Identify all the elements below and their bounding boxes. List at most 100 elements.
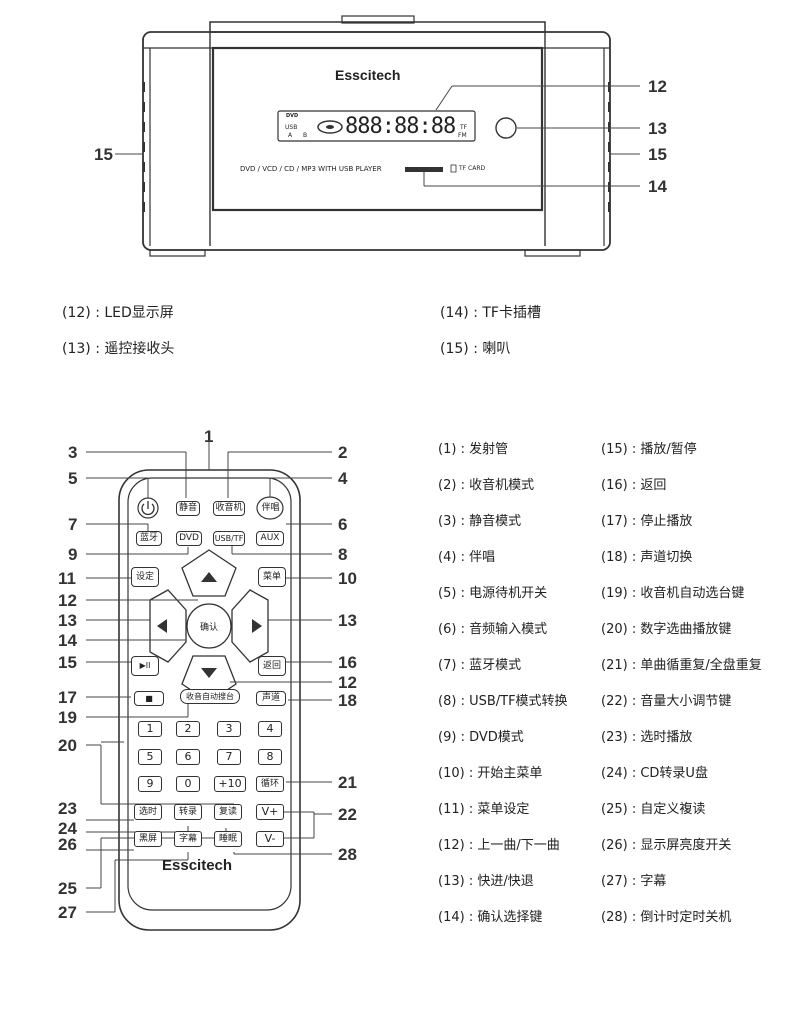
- select-time-button[interactable]: 选时: [134, 804, 162, 820]
- tf-card-label: TF CARD: [459, 165, 486, 172]
- remote-legend-item: (19) : 收音机自动选台键: [601, 586, 745, 601]
- bluetooth-button[interactable]: 蓝牙: [136, 531, 162, 546]
- remote-callout-24: 24: [58, 819, 77, 838]
- sleep-button[interactable]: 睡眠: [214, 831, 242, 847]
- remote-callout-8: 8: [338, 545, 348, 564]
- remote-callout-26: 26: [58, 835, 77, 854]
- digit-9-button[interactable]: 9: [138, 776, 162, 792]
- rewind-button[interactable]: [150, 590, 186, 652]
- digit-7-button[interactable]: 7: [217, 749, 241, 765]
- lcd-usb-label: USB: [285, 124, 298, 131]
- aux-button[interactable]: AUX: [256, 531, 284, 546]
- ok-button[interactable]: 确认: [199, 623, 218, 633]
- remote-legend-item: (18) : 声道切换: [601, 550, 693, 565]
- record-button[interactable]: 转录: [174, 804, 202, 820]
- remote-callout-21: 21: [338, 773, 357, 792]
- remote-legend-item: (8) : USB/TF模式转换: [438, 694, 568, 709]
- digit-2-button[interactable]: 2: [176, 721, 200, 737]
- back-button[interactable]: 返回: [258, 656, 286, 676]
- remote-callout-25: 25: [58, 879, 77, 898]
- lcd-fm-label: FM: [458, 132, 467, 139]
- remote-legend-item: (28) : 倒计时定时关机: [601, 910, 732, 925]
- loop-button[interactable]: 循环: [256, 776, 284, 792]
- device-foot-left: [149, 249, 206, 257]
- digit-0-button[interactable]: 0: [176, 776, 200, 792]
- digit-8-button[interactable]: 8: [258, 749, 282, 765]
- callout-15-right: 15: [648, 145, 667, 164]
- lcd-tf-label: TF: [460, 124, 468, 131]
- remote-legend-item: (9) : DVD模式: [438, 730, 524, 745]
- remote-legend-item: (13) : 快进/快退: [438, 874, 534, 889]
- callout-13: 13: [648, 119, 667, 138]
- remote-legend-item: (11) : 菜单设定: [438, 802, 530, 817]
- stop-button[interactable]: ■: [134, 691, 164, 706]
- remote-legend-item: (2) : 收音机模式: [438, 478, 535, 493]
- device-legend-item: (15) : 喇叭: [440, 341, 511, 357]
- callout-14: 14: [648, 177, 667, 196]
- remote-legend-item: (25) : 自定义複读: [601, 802, 706, 817]
- remote-callout-13a: 13: [58, 611, 77, 630]
- remote-callout-28: 28: [338, 845, 357, 864]
- remote-callout-5: 5: [68, 469, 78, 488]
- device-legend-item: (12) : LED显示屏: [62, 305, 174, 321]
- lcd-digits: 888:88:88: [345, 114, 456, 139]
- remote-callout-3: 3: [68, 443, 78, 462]
- device-legend-item: (13) : 遥控接收头: [62, 341, 175, 357]
- remote-legend-item: (6) : 音频输入模式: [438, 622, 548, 637]
- remote-callout-16: 16: [338, 653, 357, 672]
- device-foot-right: [524, 249, 581, 257]
- digit-6-button[interactable]: 6: [176, 749, 200, 765]
- remote-legend-item: (22) : 音量大小调节键: [601, 694, 732, 709]
- remote-legend-item: (1) : 发射管: [438, 442, 509, 457]
- volume-up-button[interactable]: V+: [256, 804, 284, 820]
- auto-scan-button[interactable]: 收音自动搜台: [180, 689, 240, 704]
- menu-button[interactable]: 菜单: [258, 567, 286, 587]
- remote-legend-item: (23) : 选时播放: [601, 730, 693, 745]
- setup-button[interactable]: 设定: [131, 567, 159, 587]
- remote-legend-item: (24) : CD转录U盘: [601, 766, 708, 781]
- remote-legend-item: (27) : 字幕: [601, 874, 667, 889]
- remote-callout-13b: 13: [338, 611, 357, 630]
- remote-legend-item: (26) : 显示屏亮度开关: [601, 838, 732, 853]
- fast-forward-button[interactable]: [232, 590, 268, 652]
- prev-track-button[interactable]: [187, 550, 231, 596]
- dpad: [149, 549, 269, 703]
- digit-3-button[interactable]: 3: [217, 721, 241, 737]
- remote-callout-20: 20: [58, 736, 77, 755]
- remote-callout-10: 10: [338, 569, 357, 588]
- mute-button[interactable]: 静音: [176, 501, 200, 516]
- remote-callout-27: 27: [58, 903, 77, 922]
- volume-down-button[interactable]: V-: [256, 831, 284, 847]
- lcd-a-label: A: [288, 132, 293, 139]
- remote-callout-2: 2: [338, 443, 348, 462]
- usb-tf-button[interactable]: USB/TF: [213, 531, 245, 546]
- repeat-button[interactable]: 复读: [214, 804, 242, 820]
- karaoke-button[interactable]: 伴唱: [261, 503, 280, 513]
- device-legend-item: (14) : TF卡插槽: [440, 305, 541, 321]
- remote-brand-logo: Esscitech: [162, 857, 233, 874]
- play-pause-button[interactable]: ▶II: [131, 656, 159, 676]
- callout-12: 12: [648, 77, 667, 96]
- remote-legend-item: (3) : 静音模式: [438, 514, 522, 529]
- remote-callout-11: 11: [58, 569, 76, 588]
- remote-callout-19: 19: [58, 708, 77, 727]
- channel-button[interactable]: 声道: [256, 691, 286, 706]
- power-button[interactable]: [138, 498, 158, 518]
- screen-off-button[interactable]: 黑屏: [134, 831, 162, 847]
- remote-outline: [86, 436, 332, 931]
- remote-legend-item: (12) : 上一曲/下一曲: [438, 838, 560, 853]
- remote-legend-item: (20) : 数字选曲播放键: [601, 622, 732, 637]
- digit-5-button[interactable]: 5: [138, 749, 162, 765]
- dvd-button[interactable]: DVD: [176, 531, 202, 546]
- device-caption: DVD / VCD / CD / MP3 WITH USB PLAYER: [240, 165, 382, 173]
- digit-1-button[interactable]: 1: [138, 721, 162, 737]
- ir-receiver-icon: [495, 117, 517, 139]
- disc-icon: [317, 120, 343, 134]
- remote-legend-item: (17) : 停止播放: [601, 514, 693, 529]
- device-front-panel: [211, 46, 544, 212]
- remote-callout-14: 14: [58, 631, 77, 650]
- radio-button[interactable]: 收音机: [213, 501, 245, 516]
- plus-10-button[interactable]: +10: [214, 776, 246, 792]
- digit-4-button[interactable]: 4: [258, 721, 282, 737]
- subtitle-button[interactable]: 字幕: [174, 831, 202, 847]
